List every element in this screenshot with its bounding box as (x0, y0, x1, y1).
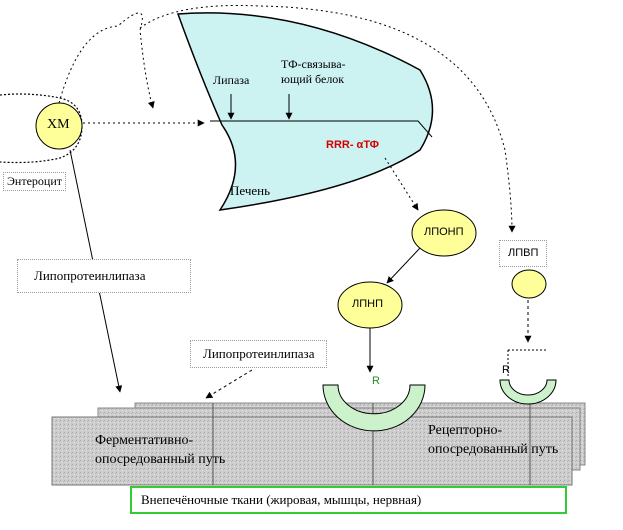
tissue-slab-front (51, 416, 573, 486)
lpvp-particle (511, 269, 547, 299)
receptor-r-middle-label: R (372, 375, 380, 387)
receptor-middle (322, 384, 426, 432)
lpvp-arc-arrow (139, 5, 516, 233)
lipoprotein-lipase-middle-label: Липопротеинлипаза (190, 340, 328, 368)
enzymatic-path-label-line1: Ферментативно- (95, 433, 194, 448)
enterocyte-label: Энтероцит (3, 172, 67, 191)
hm-arc-arrow (58, 12, 155, 109)
lponp-to-lpnp-arrow (386, 247, 421, 284)
receptor-right (499, 379, 557, 405)
lpl-middle-arrow (205, 369, 253, 399)
hm-label: ХМ (47, 117, 70, 132)
tf-binding-protein-label-line2: ющий белок (281, 72, 345, 86)
liver-shape (176, 12, 434, 211)
lipase-label: Липаза (213, 73, 250, 87)
lpnp-label: ЛПНП (352, 298, 383, 310)
liver-inner-line (210, 120, 433, 138)
receptor-r-right-label: R (502, 364, 510, 376)
lponp-particle (411, 209, 477, 257)
liver-to-lponp-arrow (384, 157, 419, 211)
enzymatic-path-label-line2: опосредованный путь (95, 452, 226, 467)
receptor-path-label-line2: опосредованный путь (428, 442, 559, 457)
enterocyte-shape (0, 93, 83, 164)
lpvp-label: ЛПВП (499, 240, 548, 267)
liver-label: Печень (230, 183, 271, 198)
rrr-atf-label: RRR- αТФ (326, 139, 380, 151)
receptor-path-label-line1: Рецепторно- (428, 423, 503, 438)
tf-binding-protein-label-line1: ТФ-связыва- (281, 57, 346, 71)
receptor-right-bracket (507, 349, 548, 376)
lponp-label: ЛПОНП (424, 226, 464, 238)
extrahepatic-tissues-label: Внепечёночные ткани (жировая, мышцы, нер… (130, 486, 567, 514)
lipoprotein-lipase-left-label: Липопротеинлипаза (17, 259, 191, 293)
